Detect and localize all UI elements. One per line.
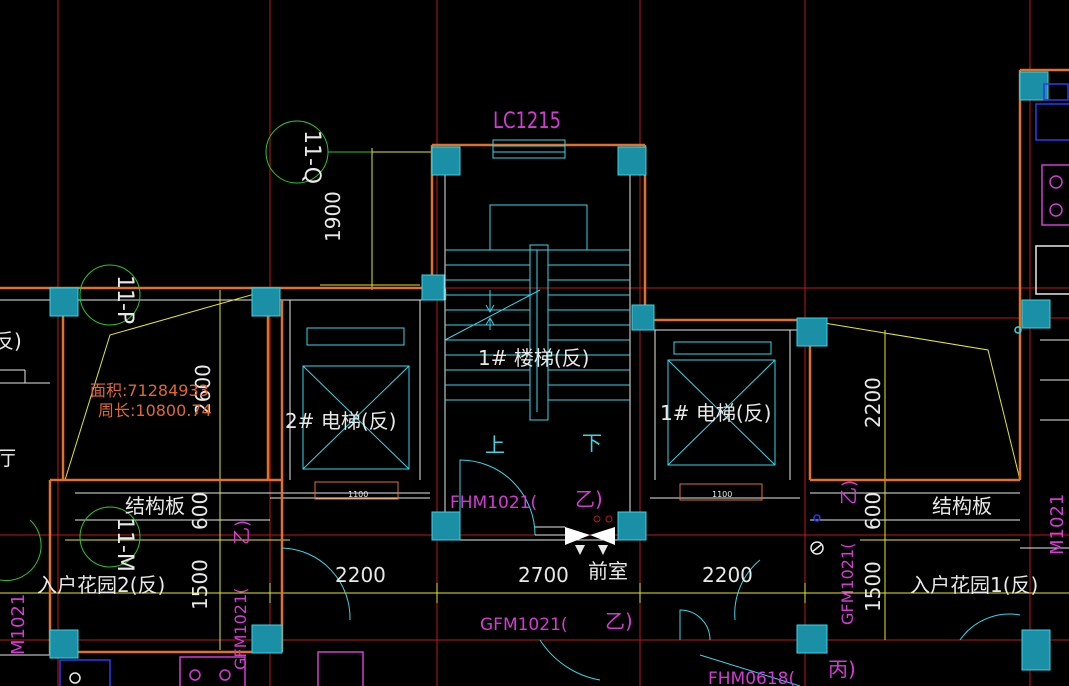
axis-bubbles: [79, 120, 372, 568]
sill-width-right: 1100: [712, 490, 732, 499]
fire-rating-left-vertical: 乙): [232, 520, 253, 545]
window-lc1215: [492, 139, 566, 159]
fixtures: [59, 83, 1069, 686]
column: [49, 287, 79, 317]
door-m1021-left: M1021: [8, 594, 29, 655]
column: [421, 274, 445, 301]
column: [1021, 629, 1051, 671]
door-gfm1021-suffix: 乙): [605, 609, 633, 633]
column: [251, 287, 281, 317]
slab-label-left: 结构板: [125, 494, 185, 518]
door-gfm1021-vertical-right: GFM1021(: [838, 543, 857, 625]
area-annotation: 面积:71284933: [90, 381, 209, 400]
column: [631, 304, 655, 331]
dimension-1900: 1900: [321, 191, 345, 242]
column: [796, 624, 828, 654]
door-gfm1021-vertical-left: GFM1021(: [231, 588, 250, 670]
elevator-1-shaft: [667, 341, 776, 501]
door-m1021-right: M1021: [1047, 494, 1068, 555]
dimension-2700: 2700: [518, 563, 569, 587]
elevator-1-label: 1# 电梯(反): [660, 401, 771, 425]
garden-2-label: 入户花园2(反): [37, 573, 165, 597]
stair-up-label: 上: [485, 433, 505, 457]
column: [617, 511, 647, 541]
dimension-2200-a: 2200: [335, 563, 386, 587]
dimension-1500-left: 1500: [188, 559, 212, 610]
door-fhm0618-label: FHM0618(: [708, 669, 795, 686]
fire-door-symbol: [535, 515, 615, 555]
column: [431, 511, 461, 541]
dimension-2200-right: 2200: [861, 377, 885, 428]
columns: [49, 71, 1051, 671]
door-gfm1021-label: GFM1021(: [480, 615, 568, 635]
dimension-1500-right: 1500: [861, 561, 885, 612]
partial-room-label: 反): [0, 329, 22, 353]
stair-flights: [444, 204, 630, 421]
elevator-2-label: 2# 电梯(反): [285, 409, 396, 433]
column: [251, 624, 283, 654]
anteroom-label: 前室: [588, 559, 628, 583]
sill-width-left: 1100: [348, 490, 368, 499]
axis-label-11m: 11-M: [112, 517, 137, 572]
fire-rating-right-vertical: 乙): [839, 480, 860, 505]
column: [49, 629, 79, 659]
stair-label: 1# 楼梯(反): [478, 346, 589, 370]
stair-down-label: 下: [582, 431, 602, 455]
column: [617, 146, 647, 176]
door-fhm1021-label: FHM1021(: [450, 493, 537, 513]
axis-label-11q: 11-Q: [299, 130, 324, 184]
door-fhm1021-suffix: 乙): [575, 487, 603, 511]
partial-hall-label: 厅: [0, 446, 16, 470]
column: [431, 146, 461, 176]
dimension-2200-b: 2200: [702, 563, 753, 587]
column: [1021, 299, 1051, 329]
axis-bubble-11p: [79, 264, 141, 326]
perimeter-annotation: 周长:10800.74: [98, 401, 212, 420]
window-code-label: LC1215: [493, 109, 561, 134]
dimension-600-left: 600: [188, 492, 212, 530]
fire-rating-bing: 丙): [828, 657, 856, 681]
axis-bubble-11m: [79, 506, 141, 568]
dimension-2600: 2600: [191, 364, 215, 415]
slab-label-right: 结构板: [932, 494, 992, 518]
axis-label-11p: 11-P: [112, 275, 137, 324]
garden-1-label: 入户花园1(反): [910, 573, 1038, 597]
elevator-2-shaft: [302, 327, 410, 500]
column: [796, 317, 828, 347]
door-swings: [0, 459, 1021, 686]
dimension-600-right: 600: [861, 492, 885, 530]
